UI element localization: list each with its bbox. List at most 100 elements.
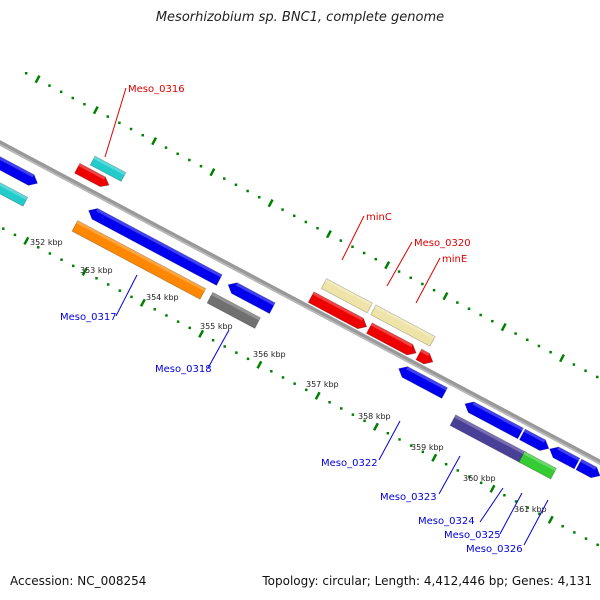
blue-cds-edge-highlight: [0, 156, 35, 178]
tick-mark-inner: [314, 391, 321, 400]
gray-gene-0318[interactable]: [206, 291, 261, 329]
tick-dot-inner: [596, 543, 599, 547]
blue-cds-0323-highlight: [472, 401, 524, 431]
tick-dot-outer: [467, 307, 471, 311]
tick-dot-outer: [199, 164, 203, 168]
tick-mark-outer: [442, 292, 449, 301]
tick-dot-inner: [421, 450, 425, 454]
tick-dot-inner: [270, 370, 273, 373]
label-leader-line: [499, 492, 523, 535]
tick-dot-inner: [106, 283, 110, 286]
tick-dot-outer: [234, 183, 238, 187]
tick-dot-outer: [479, 313, 482, 317]
tick-dot-outer: [316, 226, 319, 230]
tick-mark-outer: [559, 354, 565, 363]
gene-label-Meso_0317[interactable]: Meso_0317: [60, 312, 117, 323]
tick-dot-inner: [328, 401, 331, 404]
red-cds-minE[interactable]: [415, 348, 434, 365]
label-leader-line: [378, 420, 401, 461]
gene-label-Meso_0323[interactable]: Meso_0323: [380, 492, 437, 503]
tick-dot-outer: [258, 195, 261, 199]
blue-cds-0323[interactable]: [464, 401, 524, 440]
red-cds-0320[interactable]: [365, 322, 417, 356]
blue-cds-0317-highlight: [96, 208, 223, 278]
label-leader-line: [386, 241, 413, 287]
cyan-feature-0316[interactable]: [89, 155, 127, 182]
tick-dot-outer: [409, 276, 413, 280]
tick-label: 355 kbp: [200, 322, 233, 331]
tick-dot-outer: [176, 152, 179, 156]
tick-dot-inner: [60, 258, 63, 261]
tick-dot-outer: [48, 84, 51, 87]
tick-dot-outer: [572, 363, 576, 366]
green-gene-0325[interactable]: [518, 450, 557, 480]
tick-dot-inner: [351, 413, 355, 416]
blue-cds-0318[interactable]: [227, 282, 276, 315]
tick-dot-outer: [432, 288, 436, 292]
tick-label: 358 kbp: [358, 412, 391, 421]
gene-label-Meso_0318[interactable]: Meso_0318: [155, 364, 212, 375]
blue-cds-edge[interactable]: [0, 144, 38, 186]
tick-label: 356 kbp: [253, 350, 286, 359]
tick-mark-inner: [431, 453, 438, 462]
red-cds-0316[interactable]: [74, 162, 110, 188]
label-leader-line: [523, 499, 549, 546]
blue-cds-0325[interactable]: [549, 446, 581, 470]
blue-cds-0318-highlight: [235, 282, 276, 306]
tick-dot-inner: [223, 345, 226, 348]
tick-mark-outer: [500, 323, 507, 332]
orange-gene-0317[interactable]: [71, 220, 207, 300]
gene-label-Meso_0322[interactable]: Meso_0322: [321, 458, 378, 469]
tick-dot-outer: [292, 214, 296, 218]
gene-label-Meso_0326[interactable]: Meso_0326: [466, 544, 523, 555]
tick-label: 357 kbp: [306, 380, 339, 389]
gene-label-Meso_0320[interactable]: Meso_0320: [414, 238, 471, 249]
gene-label-Meso_0316[interactable]: Meso_0316: [128, 84, 185, 95]
tick-dot-outer: [281, 208, 284, 211]
gene-label-minC[interactable]: minC: [366, 212, 392, 223]
cyan-feature-edge[interactable]: [0, 165, 29, 207]
tick-dot-inner: [526, 506, 529, 509]
tick-dot-outer: [362, 251, 366, 255]
tick-dot-outer: [456, 301, 459, 304]
tick-dot-outer: [59, 90, 63, 94]
tick-dot-inner: [188, 326, 191, 330]
label-leader-line: [415, 257, 441, 304]
tick-dot-outer: [304, 220, 308, 224]
gene-label-Meso_0325[interactable]: Meso_0325: [444, 530, 501, 541]
orange-gene-0317-highlight: [76, 220, 206, 292]
tick-dot-inner: [2, 227, 5, 230]
tick-dot-inner: [153, 308, 157, 311]
tick-mark-inner: [372, 422, 379, 431]
blue-cds-0324[interactable]: [518, 428, 550, 451]
tick-mark-inner: [139, 298, 146, 307]
tick-dot-outer: [71, 96, 75, 100]
tick-dot-outer: [118, 121, 121, 125]
red-cds-0316-highlight: [78, 163, 106, 180]
map-title: Mesorhizobium sp. BNC1, complete genome: [155, 10, 445, 25]
yellow-gene-minC[interactable]: [320, 278, 373, 314]
red-cds-0320-highlight: [370, 322, 413, 348]
gene-label-minE[interactable]: minE: [442, 254, 467, 265]
blue-cds-0317[interactable]: [88, 208, 223, 286]
label-leader-line: [438, 455, 461, 495]
tick-mark-outer: [151, 137, 158, 146]
red-cds-minC[interactable]: [307, 291, 368, 330]
backbone-highlight: [0, 143, 600, 465]
tick-dot-inner: [13, 233, 17, 237]
tick-dot-outer: [164, 146, 168, 149]
gene-label-Meso_0324[interactable]: Meso_0324: [418, 516, 475, 527]
tick-mark-inner: [81, 267, 88, 276]
tick-dot-outer: [351, 245, 354, 249]
tick-label: 361 kbp: [514, 505, 547, 514]
tick-dot-inner: [305, 388, 308, 392]
tick-dot-inner: [479, 481, 483, 485]
tick-dot-outer: [246, 189, 249, 193]
purple-gene-0323-highlight: [454, 414, 527, 456]
tick-label: 359 kbp: [411, 443, 444, 452]
blue-cds-0326[interactable]: [575, 458, 600, 479]
tick-mark-outer: [209, 168, 216, 177]
blue-cds-0322[interactable]: [398, 366, 448, 399]
tick-dot-outer: [491, 319, 494, 323]
yellow-gene-0320[interactable]: [370, 304, 436, 347]
